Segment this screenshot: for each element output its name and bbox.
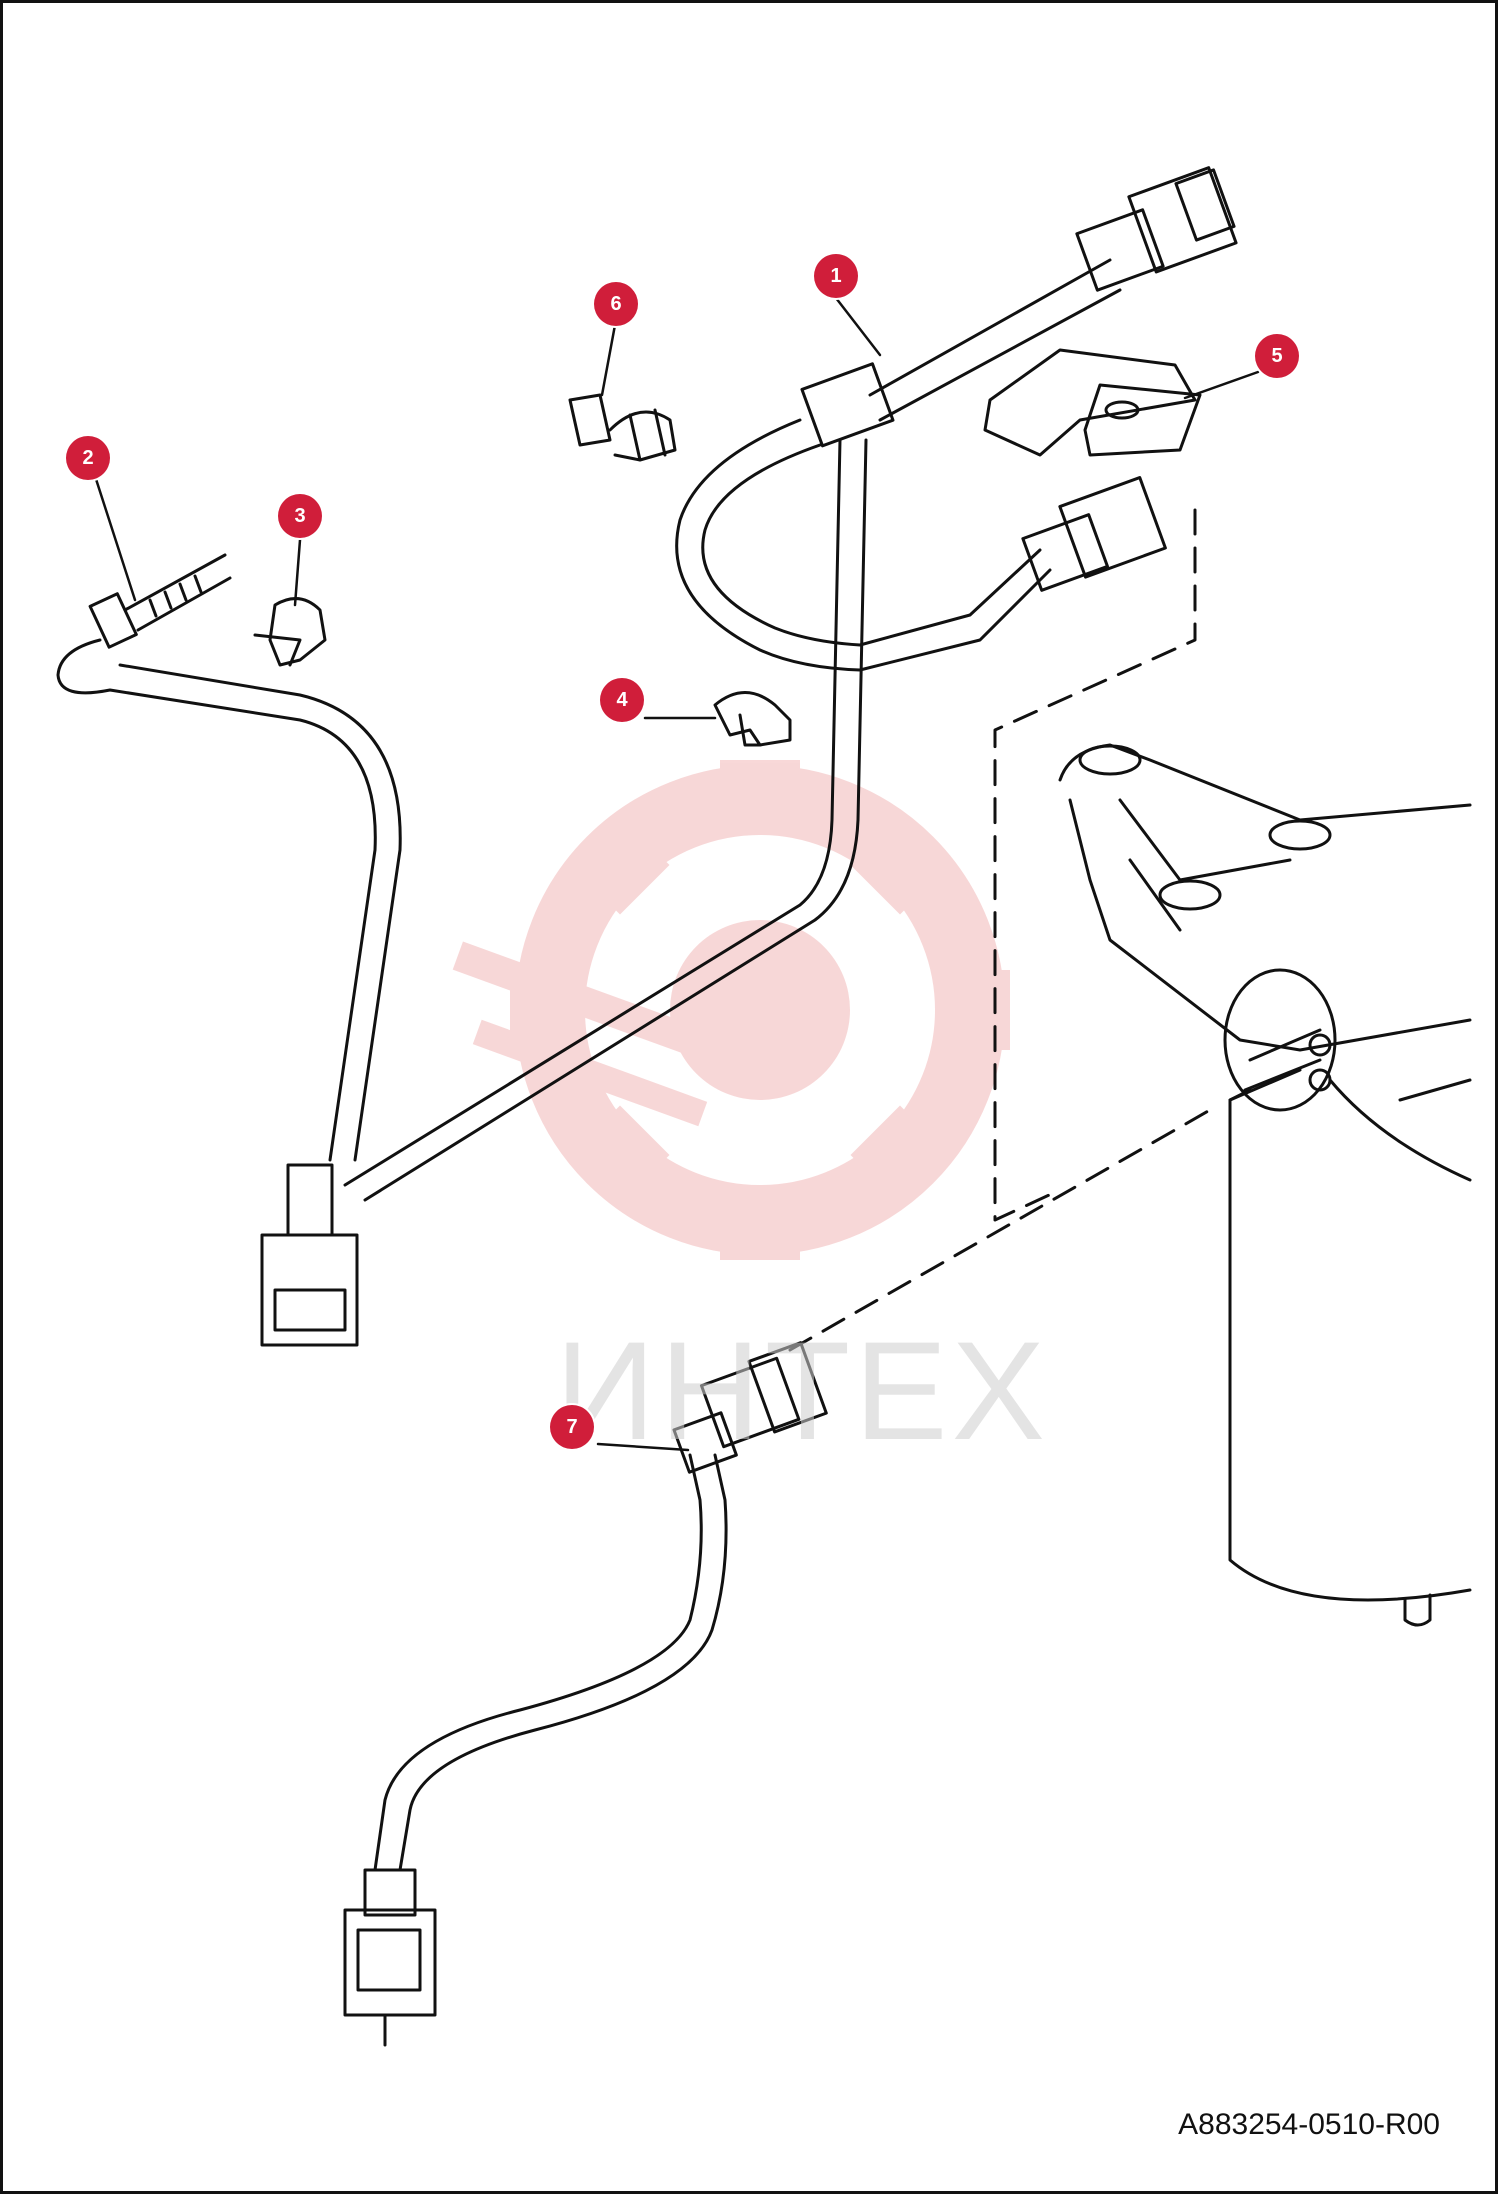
fuel-hose-7 [343,1341,828,2047]
watermark-text: ИНТЕХ [555,1312,1050,1469]
clip-6 [568,393,677,462]
callout-7: 7 [550,1405,594,1449]
clip-4 [713,691,792,747]
clip-3 [253,597,327,667]
callout-3: 3 [278,494,322,538]
dashed-guides [788,508,1212,1352]
fuel-pipe-1 [343,166,1238,1202]
callout-6: 6 [594,282,638,326]
drawing-code: A883254-0510-R00 [1178,2108,1440,2141]
callout-5: 5 [1255,334,1299,378]
leader-lines [93,296,1260,1452]
fuel-filter-assembly [1058,743,1472,1627]
fuel-hose-2 [56,553,402,1347]
callout-1: 1 [814,254,858,298]
callout-2: 2 [66,436,110,480]
callout-4: 4 [600,678,644,722]
watermark-logo [452,760,1010,1260]
bracket-5 [983,348,1202,457]
